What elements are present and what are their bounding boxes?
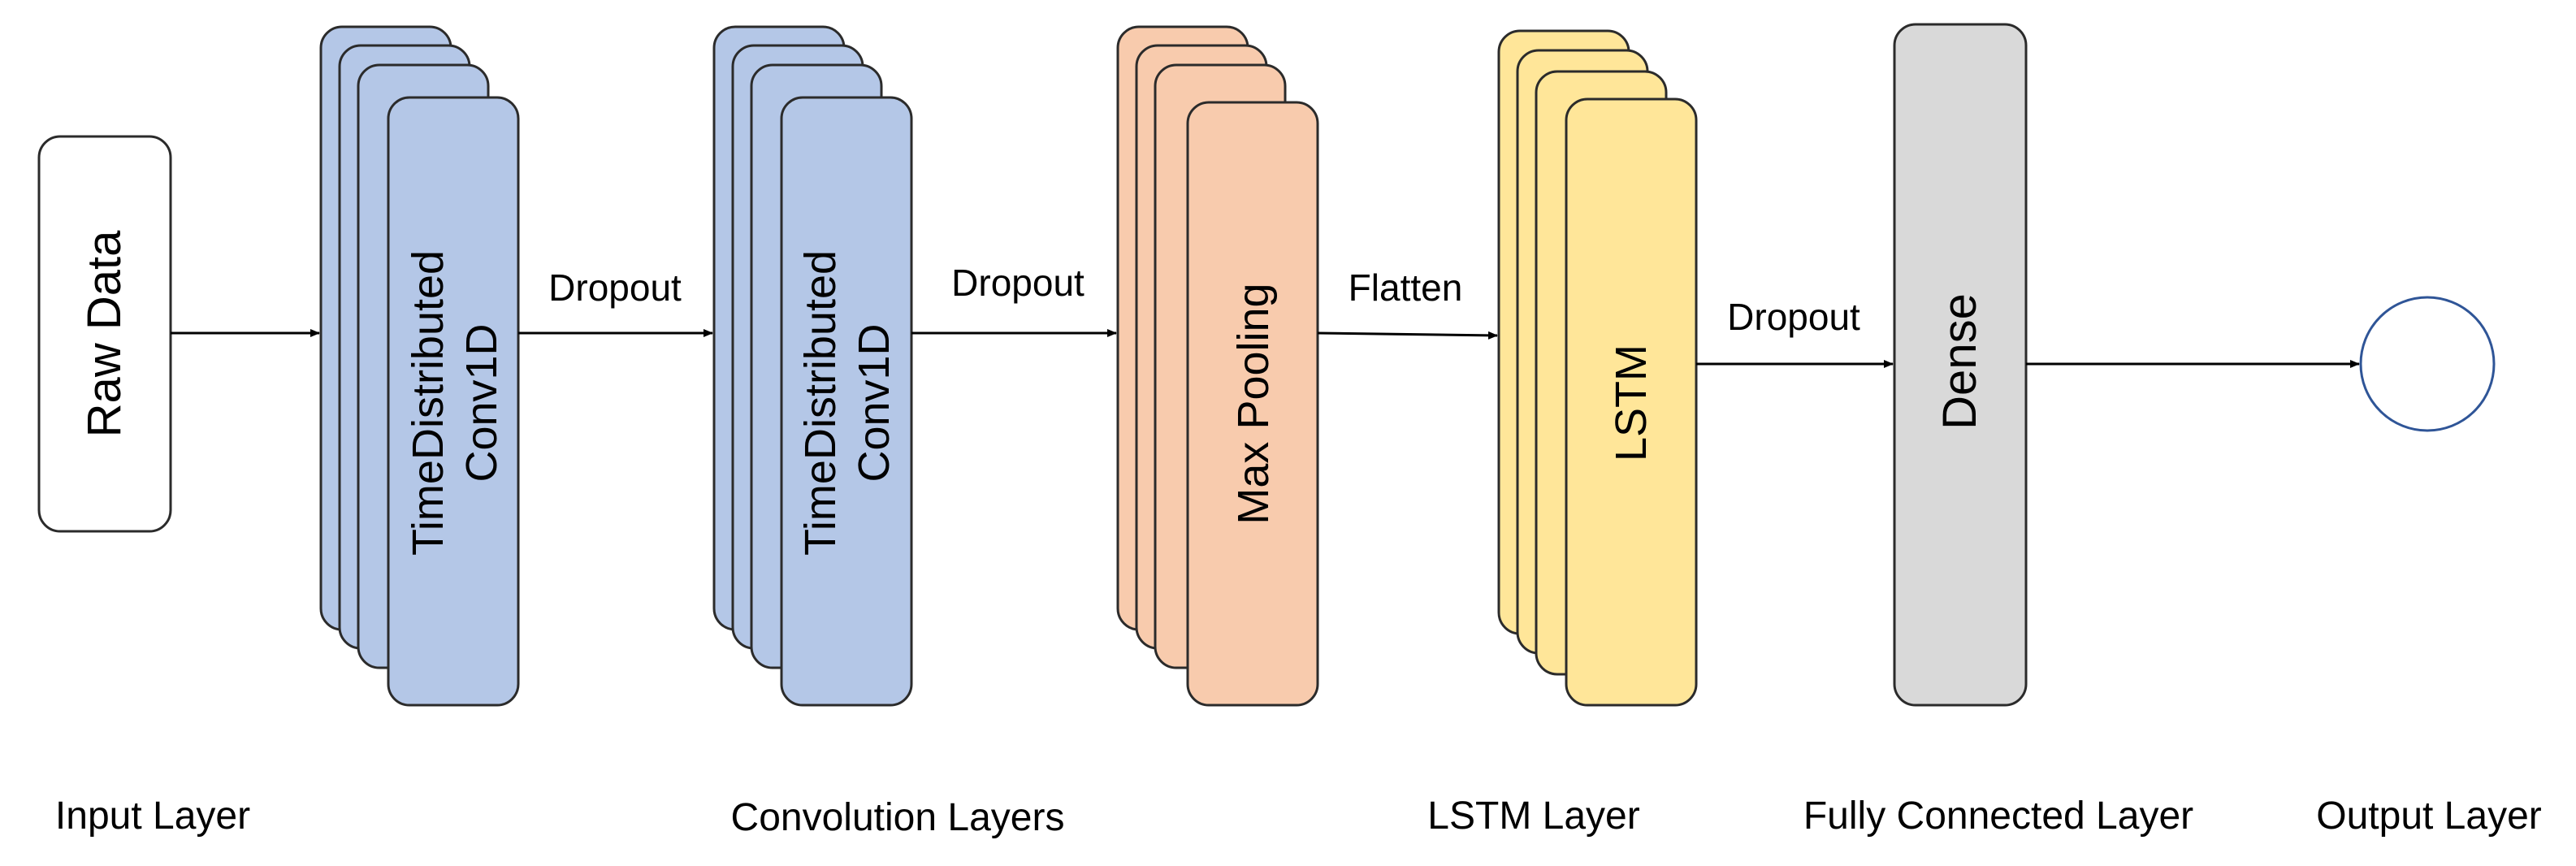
dense-node: Dense xyxy=(1893,23,2028,707)
layer-label-output: Output Layer xyxy=(2316,795,2542,838)
layer-label-lstm: LSTM Layer xyxy=(1427,795,1639,838)
conv1d-stack-1: TimeDistributed Conv1D xyxy=(319,25,520,707)
raw-data-node: Raw Data xyxy=(37,135,172,533)
max-pooling-label: Max Pooling xyxy=(1229,283,1278,524)
edge-label-flatten: Flatten xyxy=(1349,266,1463,309)
conv2-layer-front xyxy=(780,96,913,707)
raw-data-label: Raw Data xyxy=(78,230,131,437)
edge-label-dropout-3: Dropout xyxy=(1727,296,1860,338)
lstm-layer-front xyxy=(1565,97,1698,707)
layer-label-convolution: Convolution Layers xyxy=(731,796,1065,839)
conv1-label-line1: TimeDistributed xyxy=(404,250,452,556)
max-pooling-stack: Max Pooling xyxy=(1116,25,1319,707)
conv1-label-line2: Conv1D xyxy=(457,323,506,482)
layer-label-input: Input Layer xyxy=(55,795,250,838)
output-node xyxy=(2359,296,2496,432)
dense-label: Dense xyxy=(1933,293,1986,430)
conv2-label-line2: Conv1D xyxy=(850,323,898,482)
conv1d-stack-2: TimeDistributed Conv1D xyxy=(712,25,913,707)
edge-label-dropout-1: Dropout xyxy=(548,266,682,309)
arrow-pool-to-lstm xyxy=(1317,331,1498,340)
conv2-label-line1: TimeDistributed xyxy=(796,250,845,556)
lstm-label: LSTM xyxy=(1607,344,1656,461)
lstm-stack: LSTM xyxy=(1497,29,1698,707)
pool-layer-front xyxy=(1186,101,1319,707)
layer-label-fully-connected: Fully Connected Layer xyxy=(1803,795,2193,838)
edge-label-dropout-2: Dropout xyxy=(951,262,1085,304)
conv1-layer-front xyxy=(387,96,520,707)
